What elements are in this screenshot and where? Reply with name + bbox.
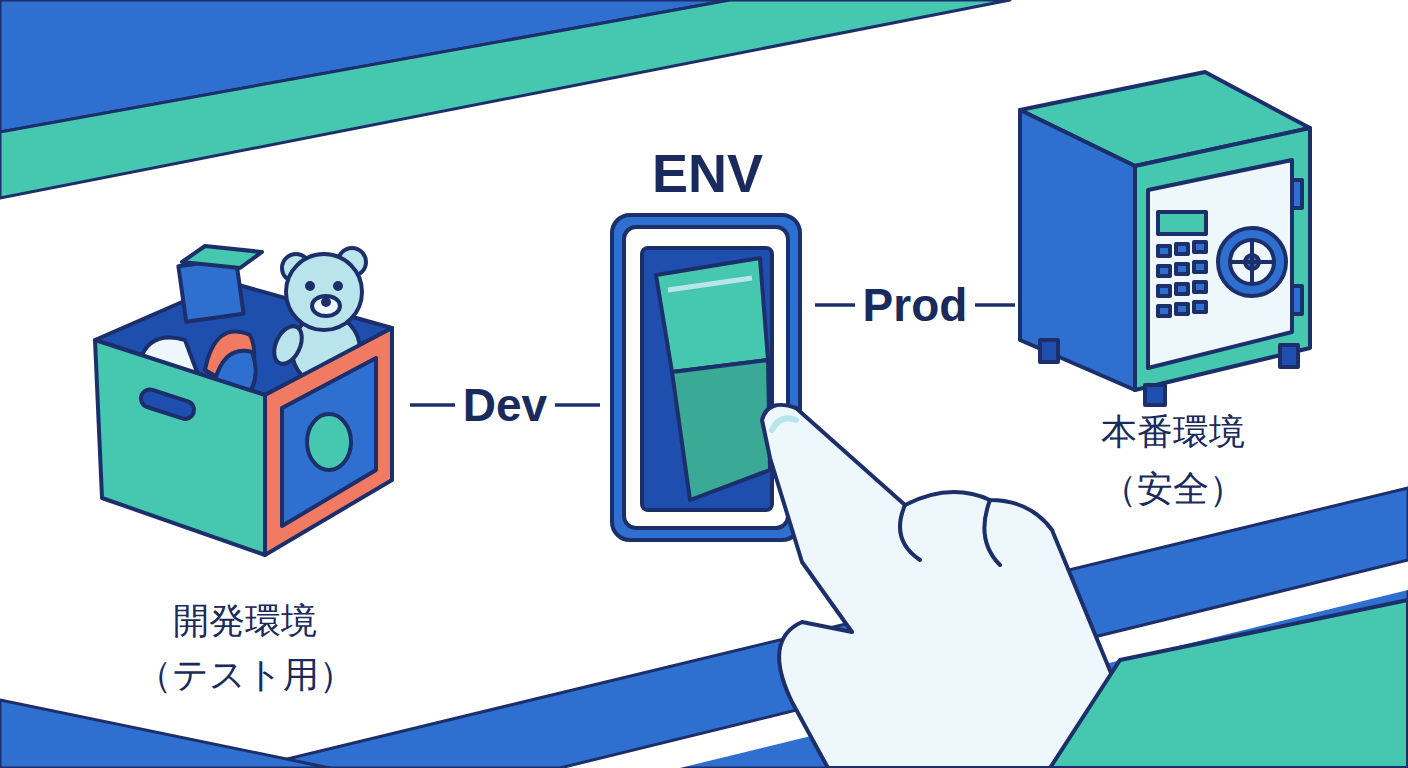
keypad-part: [1194, 282, 1206, 292]
safe-part: [1292, 286, 1302, 314]
safe-part: [1280, 345, 1298, 367]
background-bands-part: [0, 0, 1010, 198]
keypad-part: [1176, 244, 1188, 254]
edge-label: Prod: [855, 280, 976, 331]
pointing-hand-part: [772, 418, 796, 430]
safe-part: [1020, 110, 1135, 390]
safe-dial-part: [1230, 240, 1274, 284]
env-switch-part: [612, 215, 800, 540]
switch-node: ENV: [600, 142, 815, 547]
keypad: [1158, 242, 1206, 316]
keypad-part: [1158, 266, 1170, 276]
edge-label: Dev: [455, 380, 555, 431]
keypad-part: [1158, 306, 1170, 316]
background-bands-part: [0, 700, 330, 768]
keypad-part: [1194, 302, 1206, 312]
safe-part: [1148, 160, 1292, 368]
env-switch-part: [656, 258, 768, 372]
pointing-hand: [762, 405, 1408, 768]
pointing-hand-part: [762, 405, 1130, 768]
env-switch: [612, 215, 800, 540]
teddy-bear-part: [323, 299, 329, 305]
safe-part: [1040, 340, 1058, 362]
keypad-part: [1194, 262, 1206, 272]
keypad-part: [1176, 284, 1188, 294]
safe-dial: [1218, 228, 1286, 296]
pointing-hand-part: [900, 505, 920, 560]
toy-box-part: [307, 414, 351, 470]
safe-part: [1145, 385, 1165, 405]
environment-label: 開発環境 （テスト用）: [125, 594, 365, 702]
teddy-bear-part: [307, 283, 313, 289]
environment-label: 本番環境 （安全）: [1053, 403, 1293, 518]
toy-box: [95, 246, 392, 555]
toy-box-part: [182, 246, 262, 268]
env-switch-part: [624, 227, 788, 528]
pointing-hand-part: [1050, 600, 1408, 768]
teddy-bear-part: [286, 254, 362, 330]
keypad-part: [1194, 242, 1206, 252]
safe-part: [1292, 180, 1302, 208]
safe: [1020, 72, 1310, 405]
keypad-part: [1176, 264, 1188, 274]
env-switch-part: [642, 248, 772, 510]
keypad-part: [1158, 246, 1170, 256]
safe-dial-part: [1230, 260, 1274, 264]
env-switch-part: [672, 360, 770, 500]
keypad-part: [1158, 286, 1170, 296]
safe-dial-part: [1218, 228, 1286, 296]
safe-part: [1135, 128, 1310, 390]
toy-box-part: [282, 358, 376, 526]
toy-box-part: [139, 387, 197, 421]
keypad-part: [1176, 304, 1188, 314]
switch-title: ENV: [652, 142, 763, 204]
teddy-bear-part: [269, 322, 308, 368]
safe-part: [1158, 212, 1206, 234]
teddy-bear-part: [312, 296, 340, 316]
pointing-hand-part: [984, 500, 1000, 565]
env-switch-part: [668, 278, 752, 290]
teddy-bear-part: [335, 283, 341, 289]
environment-node: 本番環境 （安全）: [1015, 90, 1330, 518]
environment-node: 開発環境 （テスト用）: [80, 230, 410, 702]
toy-box-part: [95, 340, 265, 555]
toy-box-part: [265, 328, 392, 555]
